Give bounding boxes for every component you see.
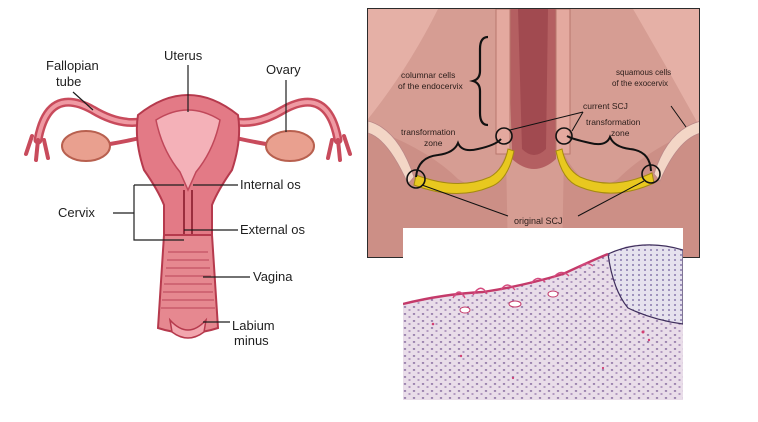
right-current-scj-marker bbox=[555, 127, 573, 145]
internal-os-label: Internal os bbox=[240, 177, 301, 192]
ovary-label: Ovary bbox=[266, 62, 301, 77]
uterus-label: Uterus bbox=[164, 48, 203, 63]
fallopian-tube-label-2: tube bbox=[56, 74, 81, 89]
left-transformation-zone bbox=[413, 148, 515, 195]
external-os-label: External os bbox=[240, 222, 306, 237]
fallopian-tube-label: Fallopian bbox=[46, 58, 99, 73]
micrograph-image bbox=[403, 228, 683, 400]
left-ovary bbox=[61, 130, 111, 162]
squamous-epithelium bbox=[607, 244, 683, 325]
squamous-cells-label: squamous cells bbox=[616, 68, 671, 77]
right-ovary bbox=[265, 130, 315, 162]
uterus-illustration: Fallopian tube Uterus Ovary Internal os … bbox=[24, 48, 352, 348]
left-original-scj-marker bbox=[406, 169, 426, 189]
transformation-zone-left-label-2: zone bbox=[424, 138, 443, 148]
transformation-zone-left-label: transformation bbox=[401, 127, 456, 137]
vagina-label: Vagina bbox=[253, 269, 293, 284]
labium-illustration bbox=[168, 317, 208, 339]
labium-minus-label-2: minus bbox=[234, 333, 269, 348]
cervix-label: Cervix bbox=[58, 205, 95, 220]
original-scj-label: original SCJ bbox=[514, 216, 563, 226]
columnar-cells-label-2: of the endocervix bbox=[398, 81, 463, 91]
current-scj-label: current SCJ bbox=[583, 101, 628, 111]
right-transformation-zone bbox=[555, 148, 655, 194]
left-current-scj-marker bbox=[495, 127, 513, 145]
stromal-tissue bbox=[403, 244, 683, 400]
transformation-zone-right-label: transformation bbox=[586, 117, 641, 127]
uterus-anatomy-diagram: Fallopian tube Uterus Ovary Internal os … bbox=[18, 40, 358, 352]
histology-micrograph bbox=[403, 228, 683, 400]
squamous-cells-label-2: of the exocervix bbox=[612, 79, 668, 88]
columnar-cells-label: columnar cells bbox=[401, 70, 455, 80]
labium-minus-label: Labium bbox=[232, 318, 275, 333]
transformation-zone-diagram: columnar cells of the endocervix squamou… bbox=[367, 8, 700, 258]
transformation-zone-right-label-2: zone bbox=[611, 128, 630, 138]
cervix-illustration: columnar cells of the endocervix squamou… bbox=[368, 9, 699, 257]
